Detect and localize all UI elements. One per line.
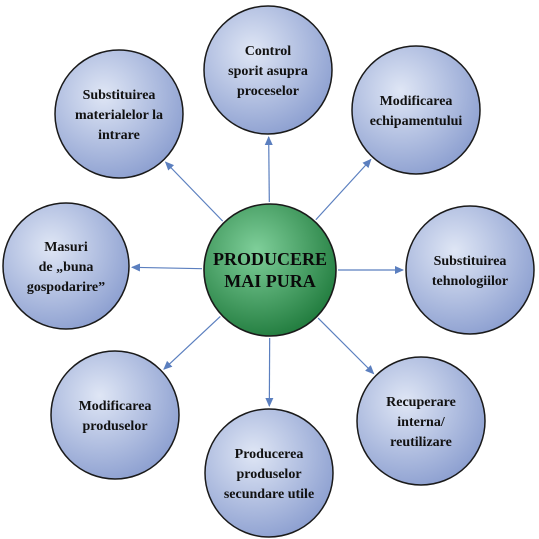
node-control: Control sporit asupra proceselor bbox=[203, 5, 333, 135]
node-recuperare: Recuperare interna/reutilizare bbox=[356, 356, 486, 486]
node-label-control-line-0: Control bbox=[245, 44, 292, 59]
arrow-to-materiale bbox=[164, 161, 224, 222]
node-circle-tehnologii bbox=[405, 205, 535, 335]
node-label-control-line-2: proceselor bbox=[237, 84, 299, 99]
node-label-secundare-line-0: Producerea bbox=[235, 447, 304, 462]
node-circle-secundare bbox=[204, 408, 334, 538]
node-label-secundare-line-1: produselor bbox=[236, 467, 301, 482]
node-label-control-line-1: sporit asupra bbox=[228, 64, 308, 79]
arrow-to-produs bbox=[163, 316, 221, 370]
node-label-echipament-line-1: echipamentului bbox=[370, 114, 463, 129]
node-label-recuperare-line-0: Recuperare bbox=[386, 395, 456, 410]
node-label-materiale-line-1: materialelor la bbox=[75, 108, 163, 123]
node-produs: Modificarea produselor bbox=[50, 350, 180, 480]
node-tehnologii: Substituirea tehnologiilor bbox=[405, 205, 535, 335]
node-secundare: Producerea produselor secundare utile bbox=[204, 408, 334, 538]
node-label-echipament-line-0: Modificarea bbox=[380, 94, 453, 109]
node-circle-produs bbox=[50, 350, 180, 480]
arrows-layer bbox=[130, 135, 404, 408]
node-label-materiale-line-2: intrare bbox=[98, 128, 140, 143]
node-label-recuperare-line-2: reutilizare bbox=[390, 435, 452, 450]
node-materiale: Substituirea materialelor la intrare bbox=[54, 49, 184, 179]
node-circle-echipament bbox=[351, 45, 481, 175]
node-label-gospodarire-line-2: gospodarire” bbox=[27, 280, 105, 295]
node-label-materiale-line-0: Substituirea bbox=[83, 88, 156, 103]
center-label-line-1: MAI PURA bbox=[224, 271, 316, 291]
arrow-to-recuperare bbox=[317, 317, 375, 375]
arrow-to-gospodarire bbox=[130, 263, 203, 272]
node-label-secundare-line-2: secundare utile bbox=[224, 487, 314, 502]
node-label-tehnologii-line-1: tehnologiilor bbox=[432, 274, 508, 289]
node-circle-recuperare bbox=[356, 356, 486, 486]
node-echipament: Modificarea echipamentului bbox=[351, 45, 481, 175]
center-circle bbox=[203, 203, 337, 337]
node-circle-control bbox=[203, 5, 333, 135]
node-label-tehnologii-line-0: Substituirea bbox=[434, 254, 507, 269]
arrow-to-control bbox=[264, 135, 273, 203]
center-label-line-0: PRODUCERE bbox=[213, 249, 327, 269]
node-label-produs-line-1: produselor bbox=[82, 419, 147, 434]
node-circle-gospodarire bbox=[2, 202, 130, 330]
node-circle-materiale bbox=[54, 49, 184, 179]
node-label-gospodarire-line-1: de „buna bbox=[39, 260, 94, 275]
node-gospodarire: Masuri de „buna gospodarire” bbox=[2, 202, 130, 330]
node-label-produs-line-0: Modificarea bbox=[79, 399, 152, 414]
arrow-to-echipament bbox=[315, 158, 372, 221]
node-label-recuperare-line-1: interna/ bbox=[397, 415, 446, 430]
node-label-gospodarire-line-0: Masuri bbox=[44, 240, 88, 255]
